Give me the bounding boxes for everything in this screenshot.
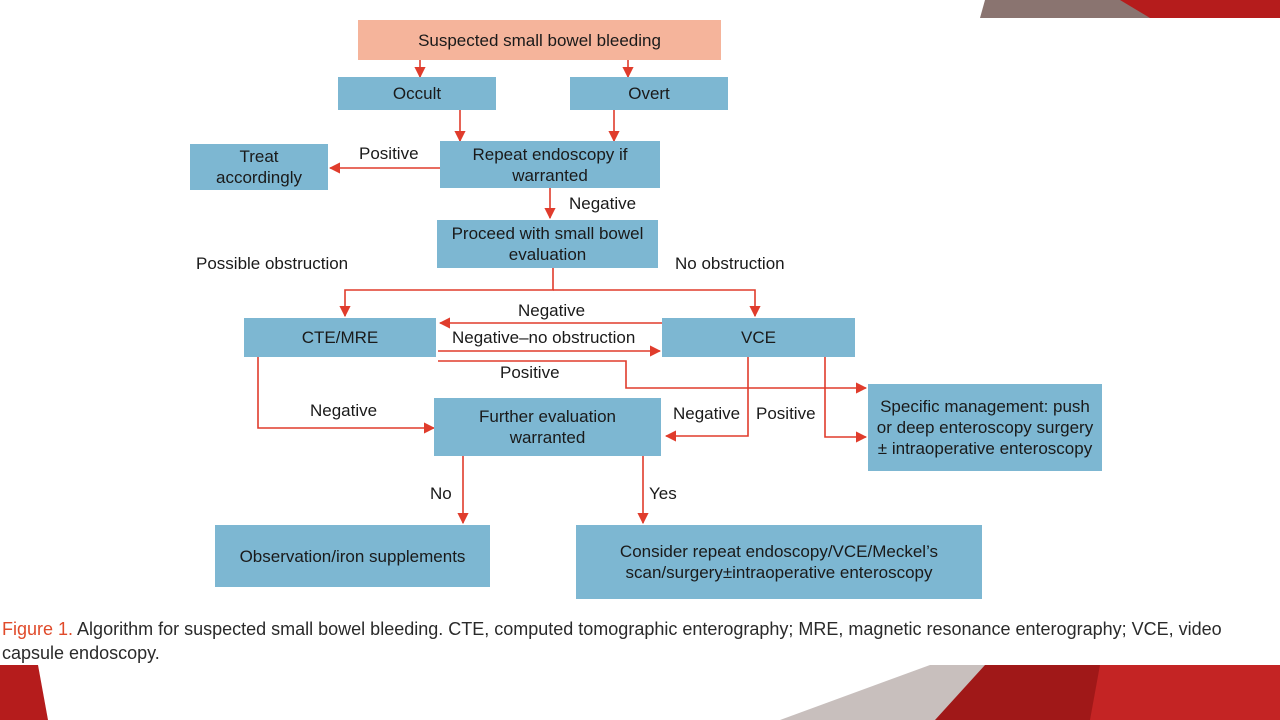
figure-caption-text: Algorithm for suspected small bowel blee… bbox=[2, 619, 1222, 663]
node-specific-management: Specific management: push or deep entero… bbox=[868, 384, 1102, 471]
corner-shape-top-right-red bbox=[1120, 0, 1280, 18]
node-proceed-evaluation: Proceed with small bowel evaluation bbox=[437, 220, 658, 268]
label-negative-vce-cte: Negative bbox=[518, 301, 586, 320]
node-vce: VCE bbox=[662, 318, 855, 357]
label-no-obstruction: No obstruction bbox=[675, 254, 785, 273]
label-no: No bbox=[430, 484, 452, 503]
label-positive-vce-specific: Positive bbox=[756, 404, 816, 423]
label-negative-vce-further: Negative bbox=[673, 404, 741, 423]
node-observation: Observation/iron supplements bbox=[215, 525, 490, 587]
label-positive-treat: Positive bbox=[359, 144, 419, 163]
arrow-cte-specific bbox=[438, 360, 868, 394]
corner-shape-bottom-left bbox=[0, 665, 48, 720]
label-negative-no-obstruction: Negative–no obstruction bbox=[452, 328, 636, 347]
node-occult: Occult bbox=[338, 77, 496, 110]
corner-shape-bottom-right-red-2 bbox=[1090, 665, 1280, 720]
label-possible-obstruction: Possible obstruction bbox=[196, 254, 349, 273]
label-negative-proceed: Negative bbox=[569, 194, 637, 213]
label-yes: Yes bbox=[649, 484, 677, 503]
node-treat-accordingly: Treat accordingly bbox=[190, 144, 328, 190]
label-positive-cte-specific: Positive bbox=[500, 363, 560, 382]
arrow-proceed-vce bbox=[553, 289, 761, 318]
node-suspected-bleeding: Suspected small bowel bleeding bbox=[358, 20, 721, 60]
arrow-proceed-cte bbox=[339, 268, 554, 318]
node-consider-repeat: Consider repeat endoscopy/VCE/Meckel’s s… bbox=[576, 525, 982, 599]
figure-caption: Figure 1. Algorithm for suspected small … bbox=[2, 617, 1280, 665]
node-cte-mre: CTE/MRE bbox=[244, 318, 436, 357]
node-further-evaluation: Further evaluation warranted bbox=[434, 398, 661, 456]
node-overt: Overt bbox=[570, 77, 728, 110]
figure-label: Figure 1. bbox=[2, 619, 74, 639]
arrow-vce-further bbox=[664, 357, 749, 442]
node-repeat-endoscopy: Repeat endoscopy if warranted bbox=[440, 141, 660, 188]
arrow-cte-further bbox=[257, 357, 436, 434]
label-negative-cte-further: Negative bbox=[310, 401, 378, 420]
arrow-vce-specific bbox=[824, 357, 868, 443]
